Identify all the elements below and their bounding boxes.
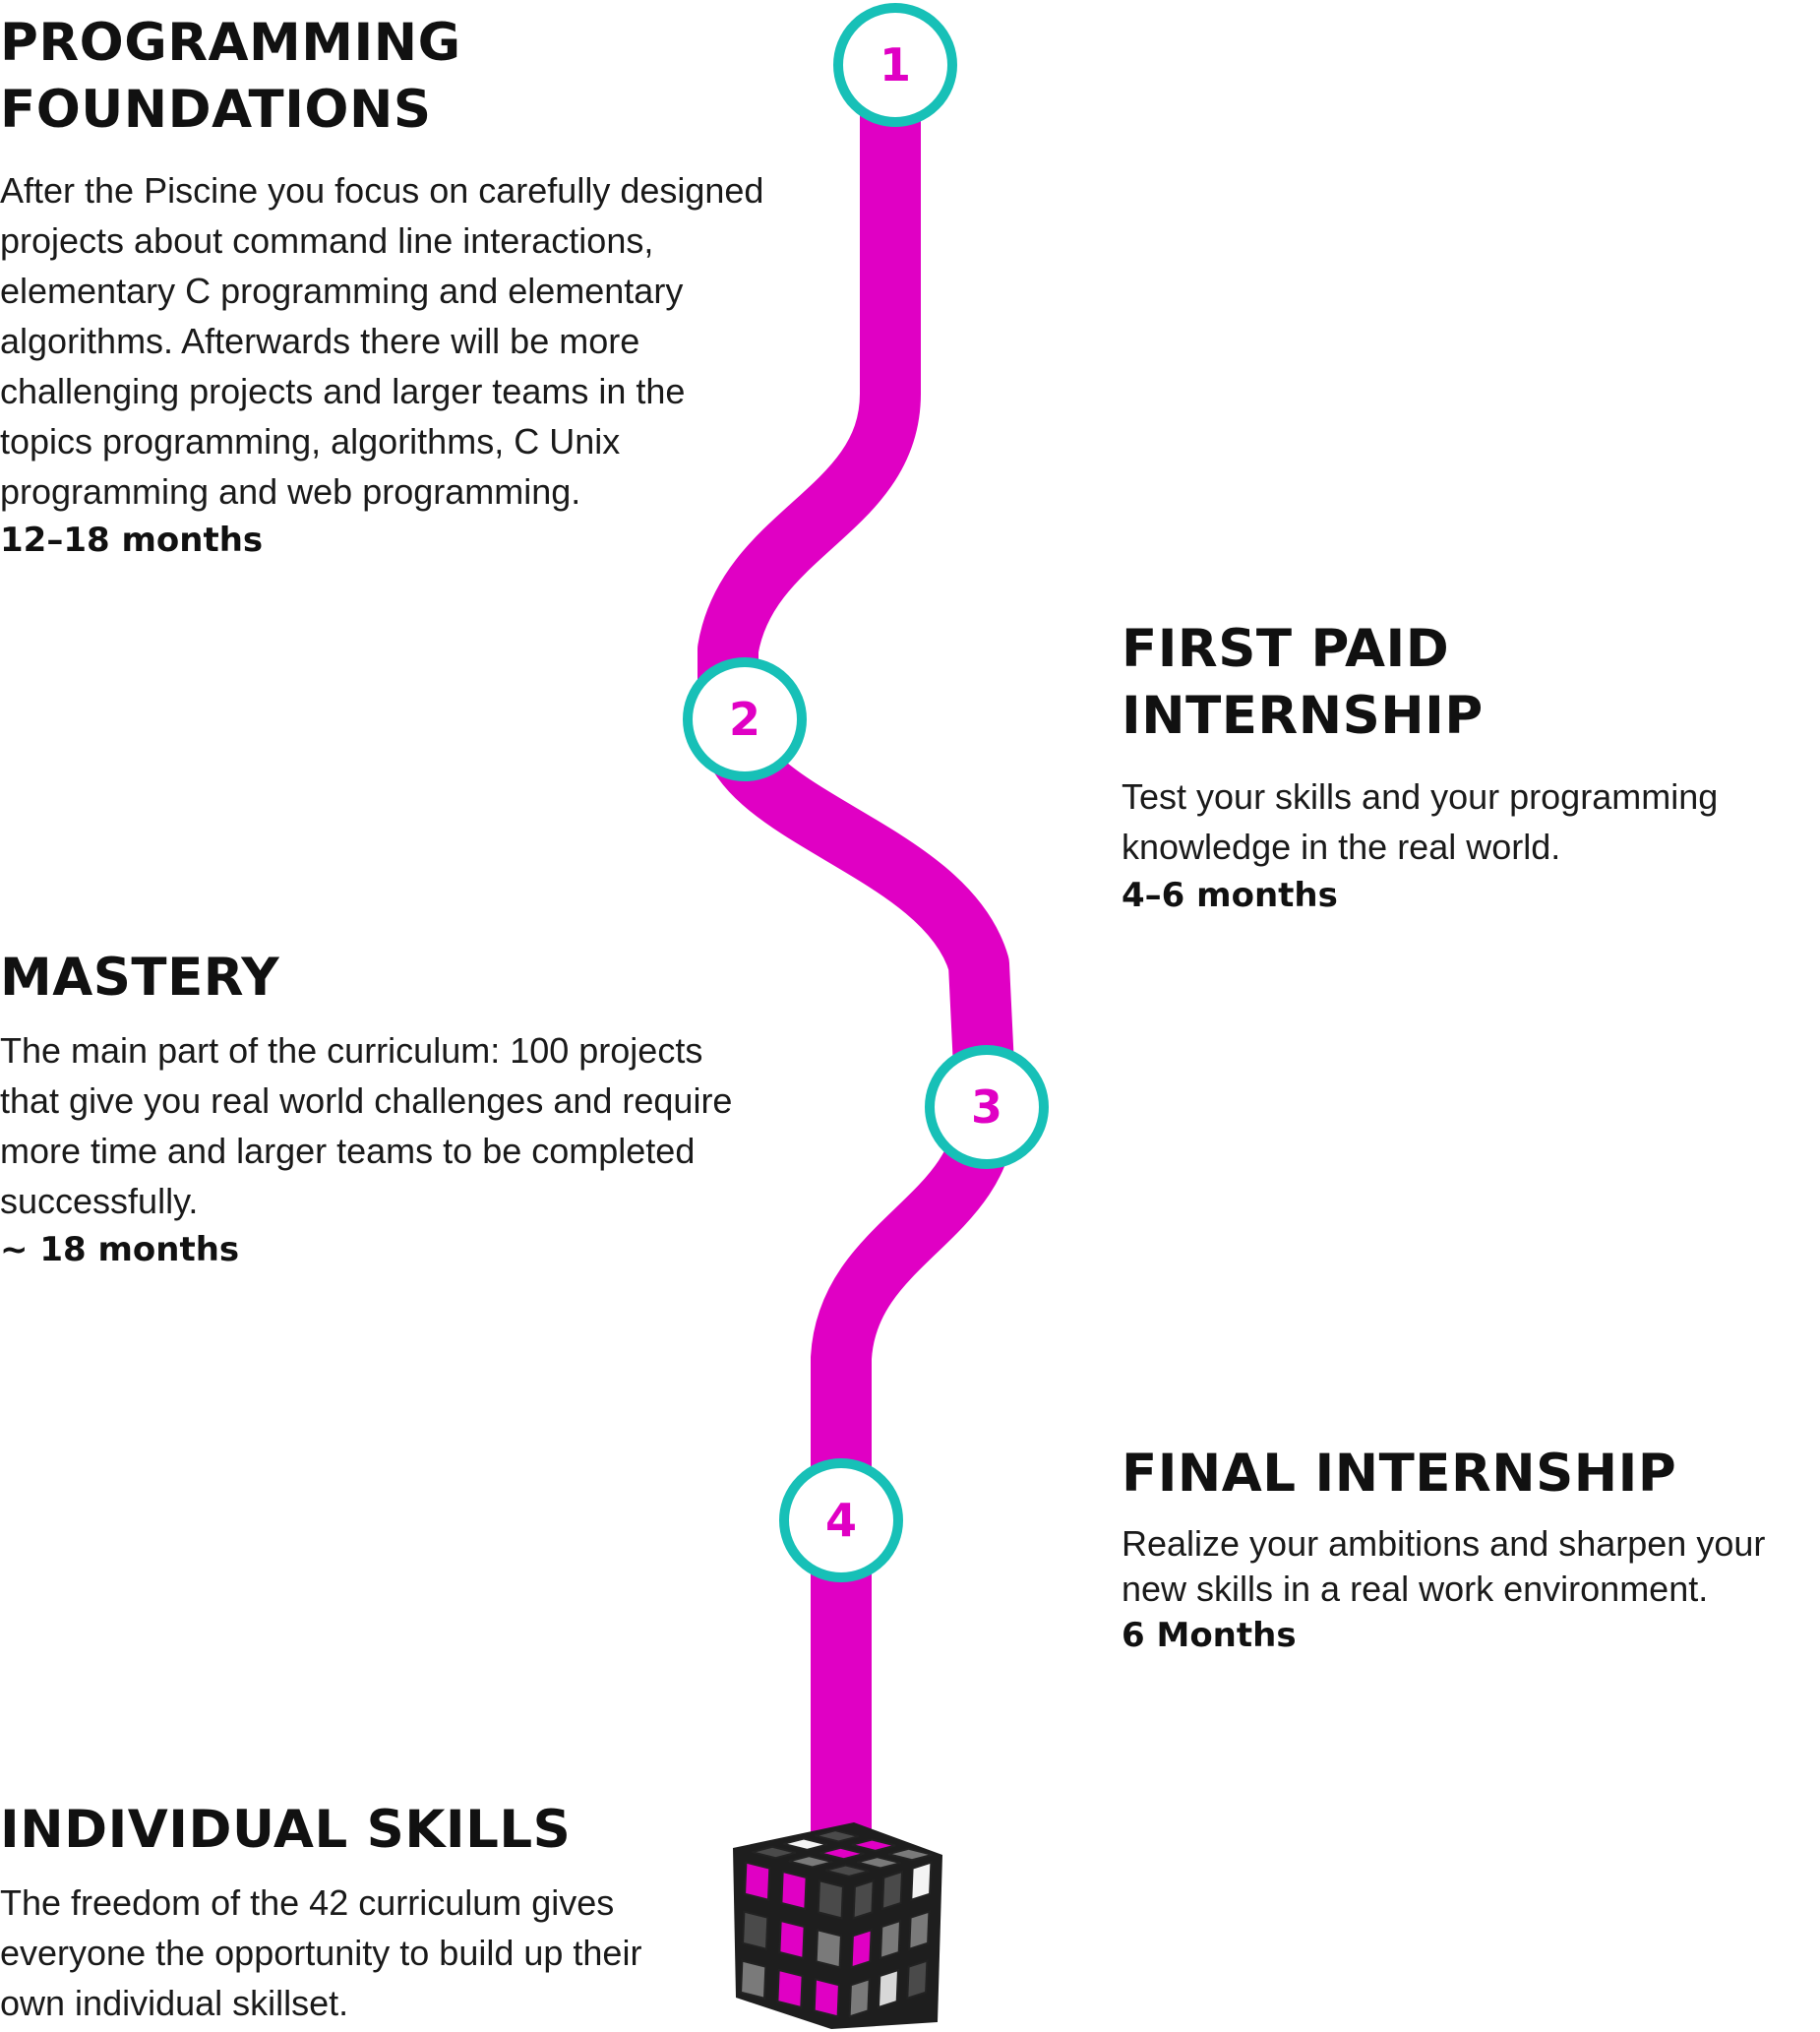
milestone-description: After the Piscine you focus on carefully… bbox=[0, 170, 764, 512]
cube-tile-right-0-0 bbox=[852, 1878, 875, 1920]
milestone-description: Test your skills and your programming kn… bbox=[1122, 776, 1719, 867]
milestone-title: PROGRAMMING FOUNDATIONS bbox=[0, 13, 461, 140]
cube-tile-top-0-0 bbox=[752, 1845, 797, 1860]
milestone-duration: 6 Months bbox=[1122, 1616, 1297, 1655]
milestone-title: FIRST PAID INTERNSHIP bbox=[1122, 619, 1484, 746]
milestone-final-internship: FINAL INTERNSHIP Realize your ambitions … bbox=[1122, 1441, 1810, 1659]
milestone-programming-foundations: PROGRAMMING FOUNDATIONS After the Piscin… bbox=[0, 10, 767, 564]
milestone-mastery: MASTERY The main part of the curriculum:… bbox=[0, 945, 767, 1273]
step-marker-1: 1 bbox=[833, 3, 957, 127]
cube-tile-right-2-1 bbox=[908, 1910, 931, 1951]
milestone-individual-skills: INDIVIDUAL SKILLS The freedom of the 42 … bbox=[0, 1797, 689, 2028]
step-number-3: 3 bbox=[971, 1080, 1002, 1134]
cube-tile-right-0-1 bbox=[850, 1928, 873, 1969]
step-marker-4: 4 bbox=[779, 1458, 903, 1582]
cube-tile-left-1-2 bbox=[776, 1968, 804, 2009]
cube-tile-top-2-2 bbox=[887, 1847, 933, 1862]
milestone-duration: 4–6 months bbox=[1122, 876, 1338, 915]
cube-tile-left-1-1 bbox=[778, 1919, 806, 1960]
cube-tile-top-2-0 bbox=[824, 1864, 870, 1878]
cube-tile-left-1-0 bbox=[780, 1870, 808, 1911]
step-number-4: 4 bbox=[825, 1494, 857, 1547]
milestone-title: INDIVIDUAL SKILLS bbox=[0, 1800, 572, 1860]
milestone-description: Realize your ambitions and sharpen your … bbox=[1122, 1523, 1766, 1609]
cube-tile-left-2-0 bbox=[817, 1879, 844, 1920]
curriculum-path bbox=[698, 64, 1016, 1870]
cube-tile-right-1-1 bbox=[879, 1919, 902, 1960]
cube-tile-top-0-1 bbox=[783, 1837, 828, 1851]
cube-tile-right-1-2 bbox=[877, 1968, 900, 2009]
cube-tile-top-1-1 bbox=[819, 1846, 865, 1861]
cube-tile-top-2-1 bbox=[856, 1856, 901, 1870]
milestone-description: The freedom of the 42 curriculum gives e… bbox=[0, 1882, 642, 2023]
milestone-duration: ~ 18 months bbox=[0, 1230, 240, 1269]
cube-tile-top-0-2 bbox=[815, 1829, 860, 1843]
cube-tile-top-1-2 bbox=[851, 1838, 896, 1852]
step-marker-3: 3 bbox=[925, 1045, 1049, 1169]
cube-tile-top-1-0 bbox=[788, 1855, 833, 1869]
cube-tile-right-1-0 bbox=[880, 1870, 904, 1911]
cube-tile-left-0-1 bbox=[742, 1910, 769, 1950]
rubiks-cube-icon bbox=[733, 1822, 942, 2029]
cube-tile-left-2-2 bbox=[813, 1978, 840, 2018]
milestone-duration: 12–18 months bbox=[0, 521, 264, 560]
step-number-2: 2 bbox=[729, 693, 760, 746]
milestone-description: The main part of the curriculum: 100 pro… bbox=[0, 1030, 733, 1221]
cube-tile-left-0-2 bbox=[740, 1959, 767, 2000]
cube-tile-right-2-2 bbox=[906, 1959, 929, 2001]
cube-tile-left-2-1 bbox=[815, 1929, 842, 1969]
cube-tile-right-0-2 bbox=[848, 1977, 871, 2018]
cube-tile-left-0-0 bbox=[744, 1861, 771, 1901]
step-marker-2: 2 bbox=[683, 657, 807, 781]
milestone-first-paid-internship: FIRST PAID INTERNSHIP Test your skills a… bbox=[1122, 616, 1810, 919]
cube-tile-right-2-0 bbox=[910, 1861, 933, 1902]
milestone-title: MASTERY bbox=[0, 948, 280, 1008]
step-number-1: 1 bbox=[880, 38, 911, 92]
milestone-title: FINAL INTERNSHIP bbox=[1122, 1444, 1677, 1504]
